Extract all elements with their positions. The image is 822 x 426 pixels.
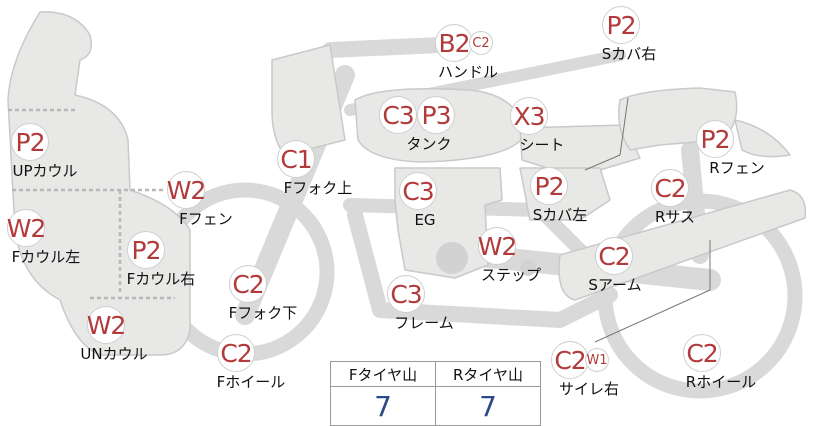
grade-badge: B2: [435, 24, 473, 62]
part-label: ステップ: [480, 266, 541, 284]
part-engine: C3 EG: [348, 171, 488, 229]
grade-badge: W2: [167, 171, 206, 209]
front-tire-value: 7: [330, 386, 436, 426]
grade-badge: C3: [379, 96, 417, 134]
part-label: UNカウル: [80, 345, 148, 363]
part-handlebar: B2 C2 ハンドル: [394, 23, 534, 81]
rear-tire-header: Rタイヤ山: [435, 361, 541, 387]
part-f-cowl-left: W2 Fカウル左: [0, 208, 96, 266]
grade-badge: C2: [229, 265, 267, 303]
grade-badge: W2: [87, 306, 126, 344]
handlebar-shape: [322, 37, 448, 58]
part-step: W2 ステップ: [427, 226, 567, 284]
part-label: EG: [414, 211, 436, 229]
part-label: シート: [519, 136, 565, 154]
part-front-fork-upper: C1 Fフォク上: [226, 139, 366, 197]
grade-badge: C2: [683, 334, 721, 372]
part-seat: X3 シート: [459, 96, 599, 154]
part-frame: C3 フレーム: [336, 274, 476, 332]
front-tire-header: Fタイヤ山: [330, 361, 436, 387]
part-side-cover-left: P2 Sカバ左: [479, 166, 619, 224]
grade-badge: W2: [7, 209, 46, 247]
part-label: Fフォク上: [283, 179, 353, 197]
part-up-cowl: P2 UPカウル: [0, 122, 100, 180]
grade-badge: P2: [530, 167, 568, 205]
grade-badge: C2: [595, 237, 633, 275]
grade-badge: W2: [478, 227, 517, 265]
grade-badge-secondary: C2: [469, 31, 493, 55]
part-label: ハンドル: [437, 63, 498, 81]
part-label: UPカウル: [12, 162, 78, 180]
part-label: Fカウル右: [126, 270, 196, 288]
part-label: Fホイール: [216, 373, 286, 391]
part-f-cowl-right: P2 Fカウル右: [76, 230, 216, 288]
part-un-cowl: W2 UNカウル: [36, 305, 176, 363]
part-label: Sカバ右: [601, 45, 657, 63]
part-label: Sアーム: [588, 276, 642, 294]
part-rear-suspension: C2 Rサス: [600, 168, 740, 226]
part-front-wheel: C2 Fホイール: [166, 333, 306, 391]
grade-badge: C2: [217, 334, 255, 372]
part-front-fork-lower: C2 Fフォク下: [178, 264, 318, 322]
grade-badge: X3: [510, 97, 548, 135]
part-side-cover-right: P2 Sカバ右: [551, 5, 691, 63]
grade-badge: C2: [651, 169, 689, 207]
part-label: フレーム: [394, 314, 454, 332]
part-label: Rサス: [654, 208, 696, 226]
grade-badge: C1: [277, 140, 315, 178]
part-label: Fフェン: [179, 210, 233, 228]
engine-case-circle: [436, 242, 468, 274]
rear-tire-value: 7: [435, 386, 541, 426]
tire-tread-table: Fタイヤ山 Rタイヤ山 7 7: [330, 361, 541, 426]
part-silencer-right: C2 W1 サイレ右: [510, 340, 650, 398]
grade-badge: P3: [417, 96, 455, 134]
grade-badge-secondary: W1: [585, 348, 609, 372]
part-swing-arm: C2 Sアーム: [544, 236, 684, 294]
grade-badge: P2: [11, 123, 49, 161]
part-label: タンク: [406, 135, 452, 153]
part-label: Rホイール: [685, 373, 757, 391]
part-label: Fカウル左: [11, 248, 81, 266]
grade-badge: P2: [127, 231, 165, 269]
part-tank: C3 P3 タンク: [347, 95, 487, 153]
part-label: サイレ右: [558, 380, 619, 398]
grade-badge: C3: [387, 275, 425, 313]
rear-fender-shape: [734, 119, 791, 158]
part-label: Rフェン: [709, 159, 765, 177]
part-front-fender: W2 Fフェン: [116, 170, 256, 228]
grade-badge: C3: [399, 172, 437, 210]
grade-badge: P2: [602, 6, 640, 44]
part-label: Fフォク下: [228, 304, 298, 322]
headlight-shape: [271, 44, 346, 156]
part-rear-fender: P2 Rフェン: [645, 119, 785, 177]
part-label: Sカバ左: [532, 206, 588, 224]
part-rear-wheel: C2 Rホイール: [632, 333, 772, 391]
grade-badge: C2: [551, 341, 589, 379]
grade-badge: P2: [696, 120, 734, 158]
